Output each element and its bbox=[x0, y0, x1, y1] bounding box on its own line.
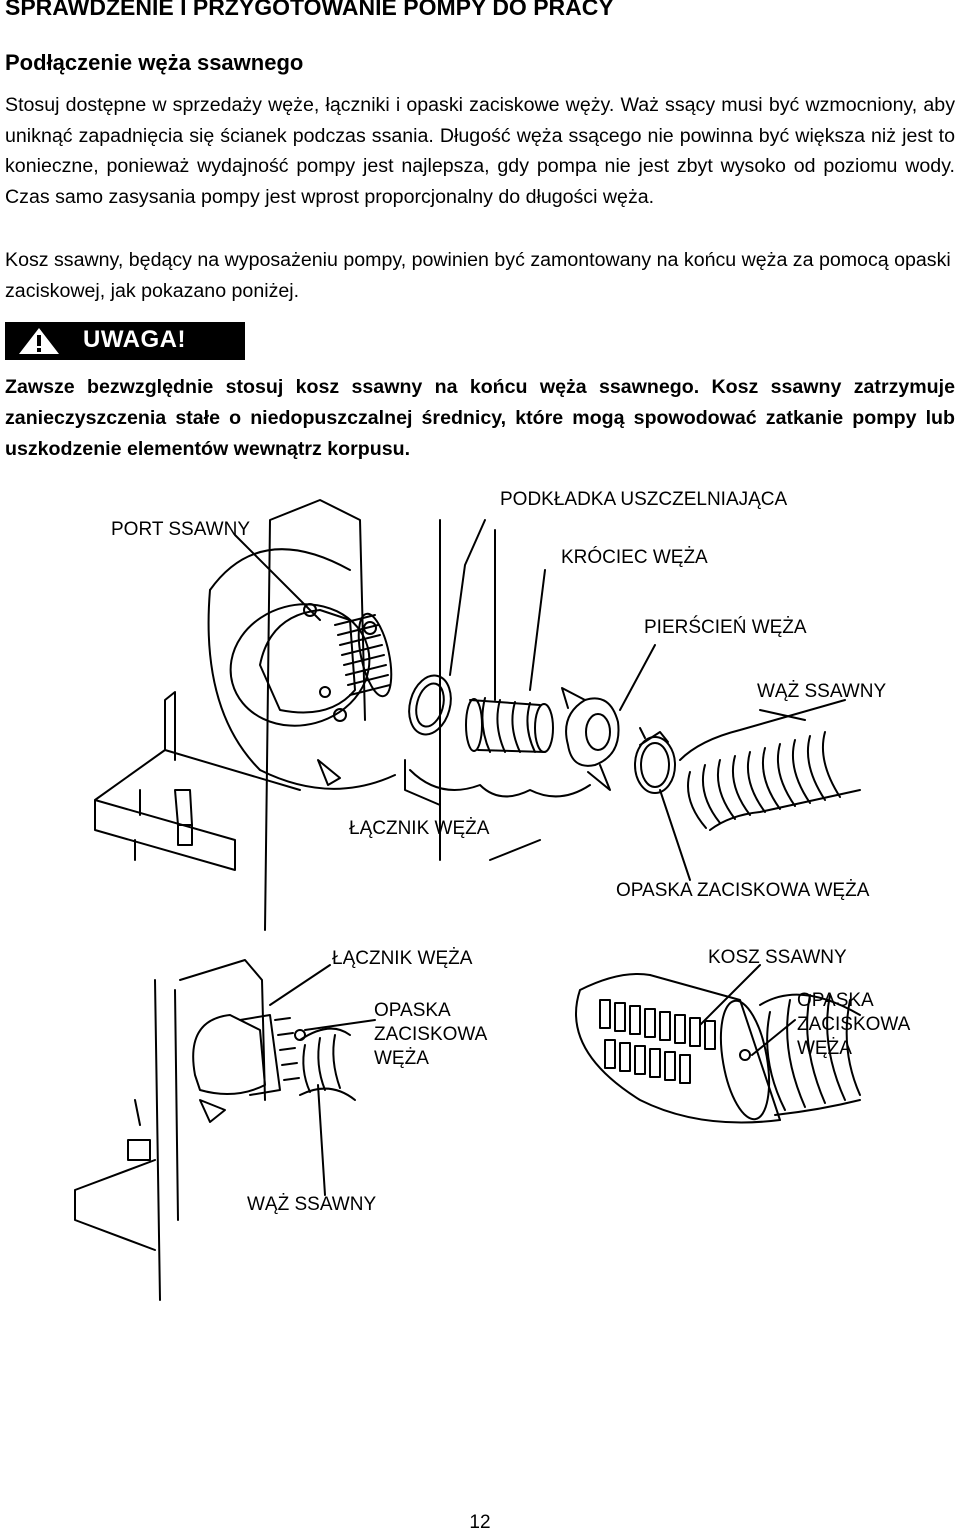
label-opaska-bottom-right-2: ZACISKOWA bbox=[797, 1014, 911, 1035]
label-opaska-bottom-left-3: WĘŻA bbox=[374, 1048, 429, 1069]
paragraph-hose-requirements: Stosuj dostępne w sprzedaży węże, łączni… bbox=[5, 94, 955, 208]
label-opaska-bottom-left-2: ZACISKOWA bbox=[374, 1024, 488, 1045]
label-opaska-bottom-right-3: WĘŻA bbox=[797, 1038, 852, 1059]
label-opaska: OPASKA ZACISKOWA WĘŻA bbox=[616, 880, 870, 901]
warning-banner: UWAGA! bbox=[5, 322, 245, 360]
label-krociec: KRÓCIEC WĘŻA bbox=[561, 547, 708, 568]
paragraph-strainer-mounting: Kosz ssawny, będący na wyposażeniu pompy… bbox=[5, 249, 951, 302]
page-number: 12 bbox=[469, 1512, 491, 1533]
label-pierscien: PIERŚCIEŃ WĘŻA bbox=[644, 617, 807, 638]
label-waz-ssawny-bottom: WĄŻ SSAWNY bbox=[247, 1194, 377, 1215]
label-lacznik: ŁĄCZNIK WĘŻA bbox=[349, 818, 490, 839]
label-port-ssawny: PORT SSAWNY bbox=[111, 519, 251, 540]
warning-text: Zawsze bezwzględnie stosuj kosz ssawny n… bbox=[5, 376, 955, 460]
label-opaska-bottom-left-1: OPASKA bbox=[374, 1000, 451, 1021]
label-kosz-ssawny: KOSZ SSAWNY bbox=[708, 947, 847, 968]
pump-hose-illustration bbox=[74, 499, 861, 1301]
subsection-title: Podłączenie węża ssawnego bbox=[5, 50, 304, 75]
hose-connection-diagram: PORT SSAWNY PODKŁADKA USZCZELNIAJĄCA KRÓ… bbox=[0, 460, 960, 1460]
label-waz-ssawny: WĄŻ SSAWNY bbox=[757, 681, 887, 702]
label-lacznik-bottom: ŁĄCZNIK WĘŻA bbox=[332, 948, 473, 969]
section-title: SPRAWDZENIE I PRZYGOTOWANIE POMPY DO PRA… bbox=[5, 0, 614, 20]
warning-label: UWAGA! bbox=[83, 326, 186, 353]
label-opaska-bottom-right-1: OPASKA bbox=[797, 990, 874, 1011]
warning-triangle-icon bbox=[19, 328, 59, 354]
label-podkladka: PODKŁADKA USZCZELNIAJĄCA bbox=[500, 489, 788, 510]
